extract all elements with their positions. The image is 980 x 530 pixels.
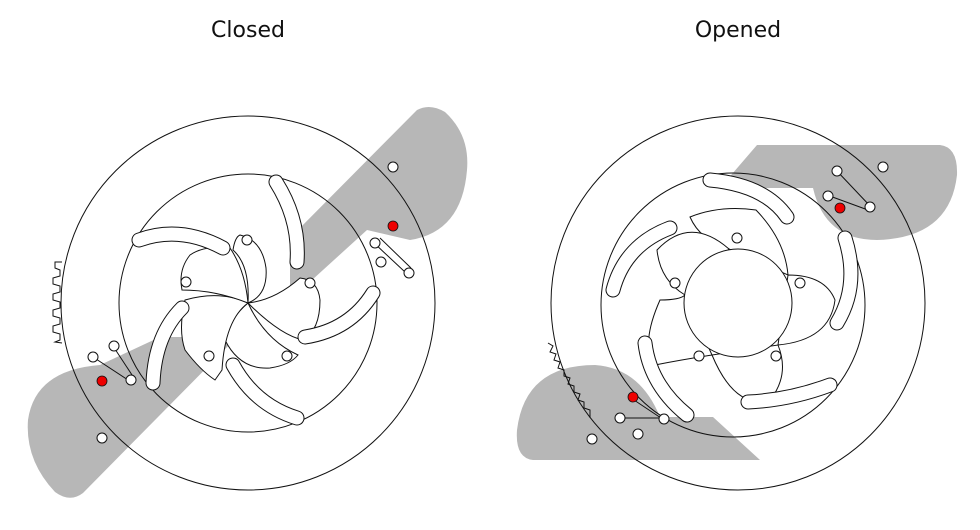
spring-slots [614, 165, 876, 440]
opened-iris [516, 115, 958, 491]
outer-ring [60, 115, 436, 491]
linkage-arm-lower [27, 337, 238, 498]
iris-blades [180, 234, 321, 381]
gear-rack [52, 261, 63, 344]
drive-arms [131, 174, 381, 426]
gear-rack [547, 342, 591, 418]
closed-iris [27, 106, 468, 498]
opened-title: Opened [694, 18, 782, 43]
inner-ring [118, 173, 378, 433]
drive-arms [605, 172, 859, 423]
inner-ring [600, 172, 866, 438]
linkage-arm-lower [516, 365, 760, 460]
outer-ring [550, 115, 926, 491]
spring-slots [87, 237, 415, 386]
linkage-arm-upper [290, 106, 468, 300]
closed-title: Closed [211, 18, 285, 43]
highlight-pin [627, 391, 639, 403]
highlight-pin [834, 202, 846, 214]
pivot-pin [877, 161, 889, 173]
pivot-pin [96, 432, 108, 444]
iris-blades [648, 208, 836, 402]
linkage-arm-upper [720, 145, 958, 240]
pivot-pin [387, 161, 399, 173]
pivot-pin [586, 433, 598, 445]
highlight-pin [387, 220, 399, 232]
highlight-pin [96, 375, 108, 387]
aperture [683, 248, 793, 358]
